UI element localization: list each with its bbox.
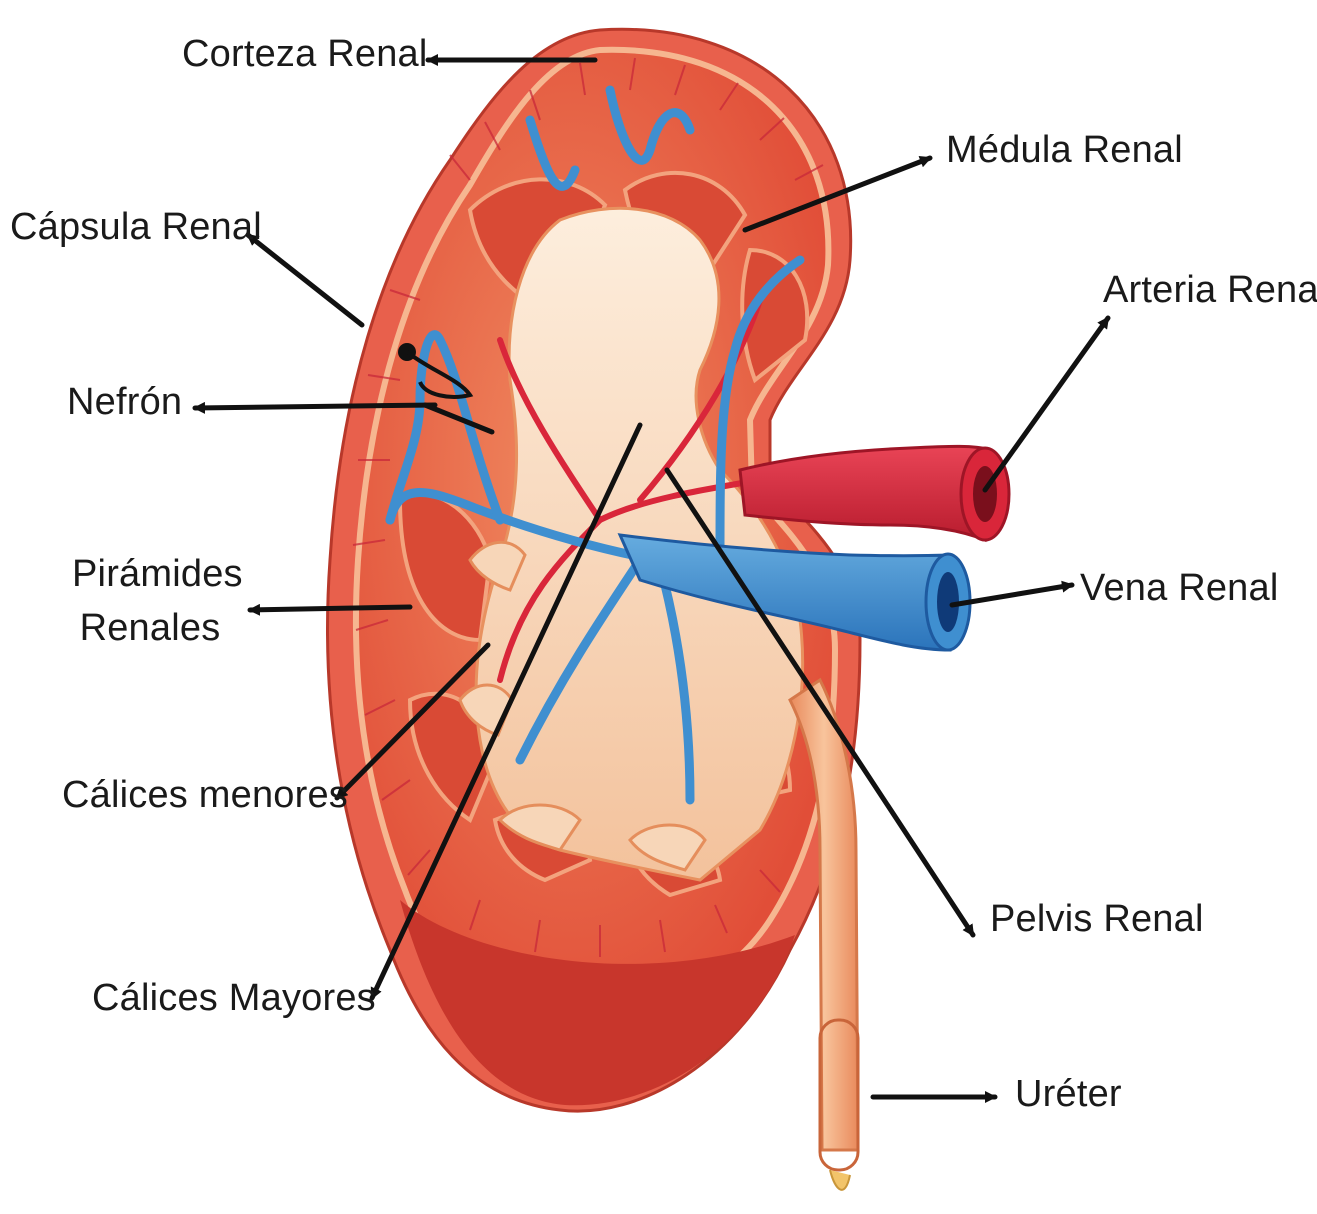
label-capsula-renal: Cápsula Renal xyxy=(10,205,262,251)
label-piramides-line-1: Pirámides xyxy=(72,552,228,598)
label-pelvis-renal: Pelvis Renal xyxy=(990,897,1204,943)
arrow-piramides xyxy=(250,607,410,610)
label-nefron: Nefrón xyxy=(67,380,182,426)
label-calices-menores: Cálices menores xyxy=(62,773,348,819)
label-corteza-renal: Corteza Renal xyxy=(182,32,428,78)
label-calices-mayores: Cálices Mayores xyxy=(92,976,376,1022)
arrow-capsula xyxy=(248,235,362,325)
arrow-nefron xyxy=(195,405,435,408)
label-piramides-line-2: Renales xyxy=(72,606,228,652)
label-piramides-renales: Pirámides Renales xyxy=(72,552,228,651)
label-arteria-renal: Arteria Renal xyxy=(1103,268,1317,314)
label-medula-renal: Médula Renal xyxy=(946,128,1183,174)
arrow-arteria xyxy=(985,318,1108,490)
label-vena-renal: Vena Renal xyxy=(1080,566,1279,612)
label-ureter: Uréter xyxy=(1015,1072,1122,1118)
